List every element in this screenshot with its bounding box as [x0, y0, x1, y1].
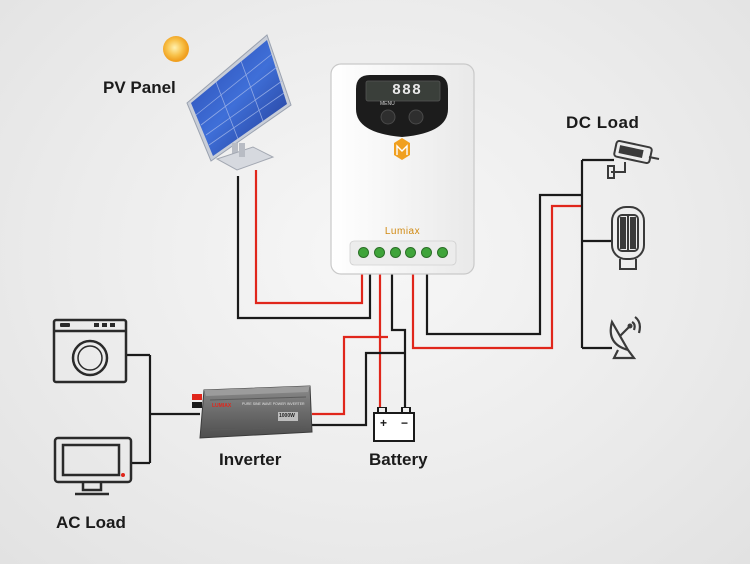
- dc-load-label: DC Load: [566, 113, 640, 132]
- battery-label: Battery: [369, 450, 428, 469]
- charge-controller: 888 MENU Lumiax: [330, 63, 475, 276]
- load-positive-wire: [411, 204, 582, 350]
- pv-panel-icon: [186, 34, 292, 165]
- terminal-screw: [389, 247, 401, 258]
- inverter-power-rating: 1000W: [279, 413, 295, 419]
- inverter-positive-wire: [312, 335, 388, 416]
- inverter-label: Inverter: [219, 450, 282, 469]
- sun-icon: [163, 36, 189, 62]
- street-light-icon: [611, 206, 645, 270]
- display-reading: 888: [392, 82, 423, 99]
- battery: + −: [372, 406, 416, 443]
- inverter-negative-wire: [312, 351, 404, 427]
- panel-stand-icon: [215, 143, 275, 171]
- menu-label: MENU: [380, 101, 395, 107]
- washing-machine-icon: [52, 318, 128, 384]
- inverter-brand: LUMIAX: [212, 403, 232, 409]
- terminal-screw: [405, 247, 417, 258]
- pv-negative-wire: [236, 176, 372, 320]
- battery-negative: −: [401, 416, 409, 430]
- terminal-screw: [436, 247, 448, 258]
- tv-monitor-icon: [53, 436, 133, 496]
- pv-panel-label: PV Panel: [103, 78, 176, 97]
- cctv-camera-icon: [607, 139, 660, 179]
- inverter: LUMIAX PURE SINE WAVE POWER INVERTER 100…: [190, 382, 314, 440]
- battery-positive: +: [380, 416, 388, 430]
- inverter-model-text: PURE SINE WAVE POWER INVERTER: [242, 402, 305, 406]
- ac-load-label: AC Load: [56, 513, 126, 532]
- terminal-screw: [421, 247, 433, 258]
- load-negative-wire: [425, 193, 582, 336]
- terminal-screw: [373, 247, 385, 258]
- terminal-block: [358, 247, 448, 259]
- pv-positive-wire: [254, 170, 364, 305]
- controller-body: [330, 63, 475, 275]
- terminal-screw: [358, 247, 369, 258]
- controller-brand: Lumiax: [384, 226, 421, 237]
- battery-negative-wire: [390, 274, 407, 407]
- battery-icon: [373, 406, 415, 442]
- satellite-dish-icon: [609, 316, 641, 360]
- inverter-body: [192, 385, 313, 439]
